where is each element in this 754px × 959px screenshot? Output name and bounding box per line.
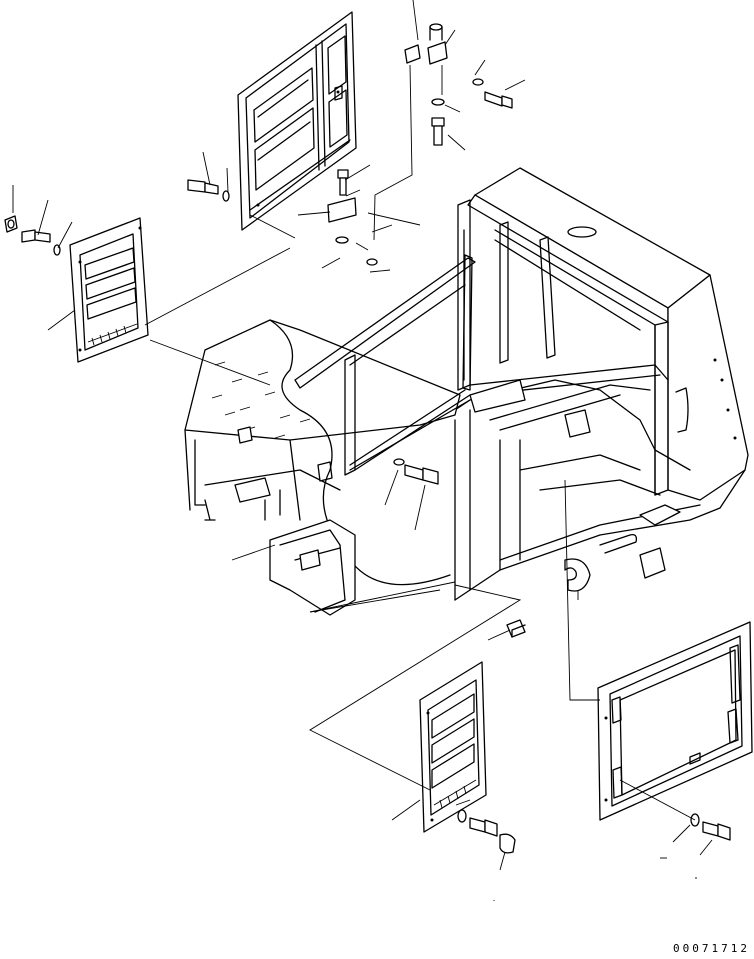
left-lower-cover bbox=[420, 662, 486, 832]
right-side-frame-panel bbox=[598, 622, 752, 820]
cab-frame-assembly bbox=[455, 168, 748, 600]
rear-window-panel bbox=[238, 12, 356, 230]
side-window-frame bbox=[295, 255, 475, 470]
drawing-code: 00071712 bbox=[673, 942, 750, 955]
hardware bbox=[5, 24, 730, 853]
front-console bbox=[185, 285, 470, 615]
left-side-panel bbox=[70, 218, 148, 362]
leader-lines bbox=[13, 0, 712, 901]
